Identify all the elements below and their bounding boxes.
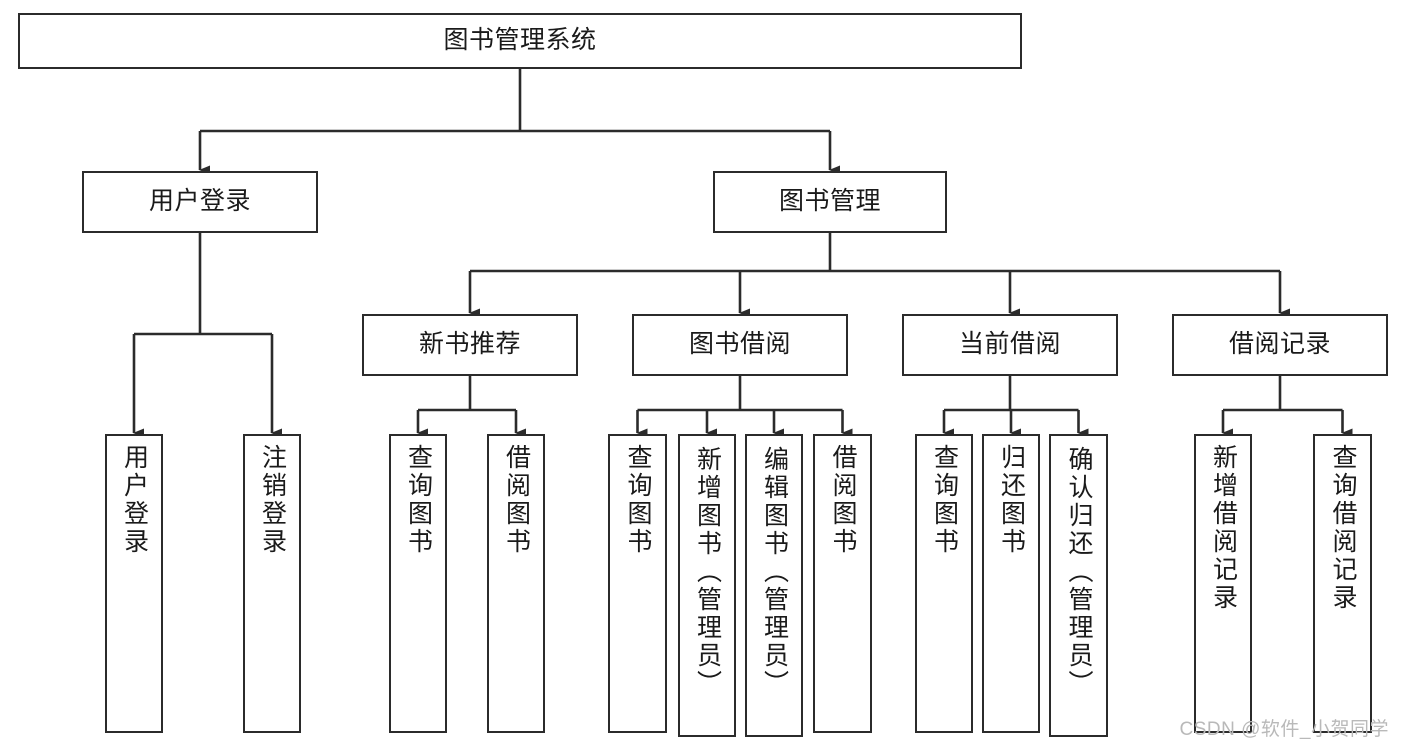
node-leaf-confirm-return[interactable]: 确认归还（管理员） xyxy=(1049,434,1108,737)
node-leaf-logout[interactable]: 注销登录 xyxy=(243,434,301,733)
node-leaf-confirm-return-label: 确认归还（管理员） xyxy=(1065,446,1093,698)
node-leaf-add-record[interactable]: 新增借阅记录 xyxy=(1194,434,1252,733)
node-new-book-rec-label: 新书推荐 xyxy=(418,330,521,359)
node-leaf-borrow-book-1[interactable]: 借阅图书 xyxy=(487,434,545,733)
node-leaf-query-book-3-label: 查询图书 xyxy=(930,444,959,556)
node-leaf-borrow-book-1-label: 借阅图书 xyxy=(502,444,531,556)
node-leaf-query-book-1-label: 查询图书 xyxy=(404,444,433,556)
node-leaf-edit-book-label: 编辑图书（管理员） xyxy=(760,446,789,698)
node-book-borrow-label: 图书借阅 xyxy=(688,330,791,359)
node-borrow-record-label: 借阅记录 xyxy=(1228,330,1331,359)
node-leaf-query-book-3[interactable]: 查询图书 xyxy=(915,434,973,733)
node-leaf-query-book-1[interactable]: 查询图书 xyxy=(389,434,447,733)
node-leaf-borrow-book-2[interactable]: 借阅图书 xyxy=(813,434,872,733)
node-book-manage[interactable]: 图书管理 xyxy=(713,171,947,233)
node-new-book-rec[interactable]: 新书推荐 xyxy=(362,314,578,376)
node-current-borrow[interactable]: 当前借阅 xyxy=(902,314,1118,376)
node-leaf-query-record-label: 查询借阅记录 xyxy=(1329,444,1357,612)
node-user-login[interactable]: 用户登录 xyxy=(82,171,318,233)
node-borrow-record[interactable]: 借阅记录 xyxy=(1172,314,1388,376)
node-leaf-add-book-label: 新增图书（管理员） xyxy=(693,446,722,698)
node-user-login-label: 用户登录 xyxy=(148,187,251,216)
node-leaf-query-record[interactable]: 查询借阅记录 xyxy=(1313,434,1372,733)
node-leaf-query-book-2-label: 查询图书 xyxy=(624,444,652,556)
node-book-borrow[interactable]: 图书借阅 xyxy=(632,314,848,376)
node-leaf-return-book-label: 归还图书 xyxy=(997,444,1026,556)
node-leaf-borrow-book-2-label: 借阅图书 xyxy=(829,444,857,556)
node-root-label: 图书管理系统 xyxy=(443,26,597,55)
node-current-borrow-label: 当前借阅 xyxy=(958,330,1061,359)
node-leaf-edit-book[interactable]: 编辑图书（管理员） xyxy=(745,434,803,737)
node-leaf-query-book-2[interactable]: 查询图书 xyxy=(608,434,667,733)
node-leaf-add-record-label: 新增借阅记录 xyxy=(1209,444,1238,612)
node-book-manage-label: 图书管理 xyxy=(778,187,881,216)
node-leaf-add-book[interactable]: 新增图书（管理员） xyxy=(678,434,736,737)
node-leaf-return-book[interactable]: 归还图书 xyxy=(982,434,1040,733)
node-root[interactable]: 图书管理系统 xyxy=(18,13,1022,69)
node-leaf-user-login[interactable]: 用户登录 xyxy=(105,434,163,733)
node-leaf-user-login-label: 用户登录 xyxy=(120,444,149,556)
node-leaf-logout-label: 注销登录 xyxy=(258,444,287,556)
